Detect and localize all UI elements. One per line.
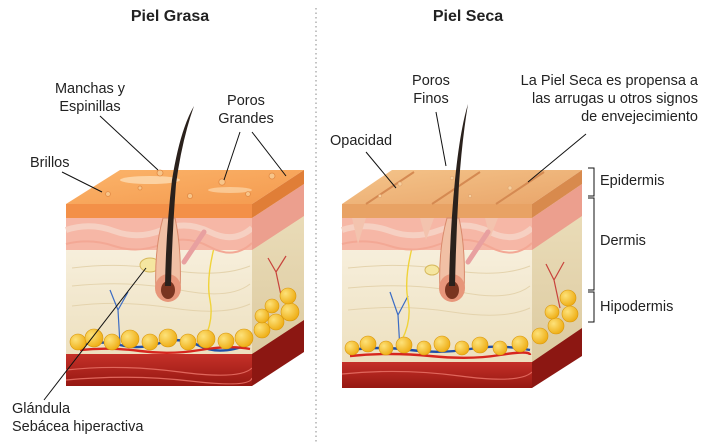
leader-spots bbox=[100, 116, 158, 170]
aging-label: La Piel Seca es propensa a las arrugas u… bbox=[470, 72, 698, 126]
spots-label: Manchas y Espinillas bbox=[30, 80, 150, 116]
bracket-epidermis bbox=[588, 168, 594, 196]
oily-title: Piel Grasa bbox=[110, 8, 230, 26]
large-pores-label: Poros Grandes bbox=[196, 92, 296, 128]
dullness-label: Opacidad bbox=[330, 132, 392, 150]
fine-pores-label: Poros Finos bbox=[396, 72, 466, 108]
epidermis-label: Epidermis bbox=[600, 172, 664, 190]
leader-fine-pores bbox=[436, 112, 446, 166]
gland-label: Glándula Sebácea hiperactiva bbox=[12, 400, 143, 436]
hypodermis-label: Hipodermis bbox=[600, 298, 673, 316]
leader-shine bbox=[62, 172, 102, 192]
leader-pores-2 bbox=[252, 132, 286, 176]
dry-title: Piel Seca bbox=[408, 8, 528, 26]
oily-skin-block bbox=[66, 106, 304, 386]
shine-label: Brillos bbox=[30, 154, 69, 172]
bracket-hypodermis bbox=[588, 292, 594, 322]
dermis-label: Dermis bbox=[600, 232, 646, 250]
bracket-dermis bbox=[588, 198, 594, 290]
